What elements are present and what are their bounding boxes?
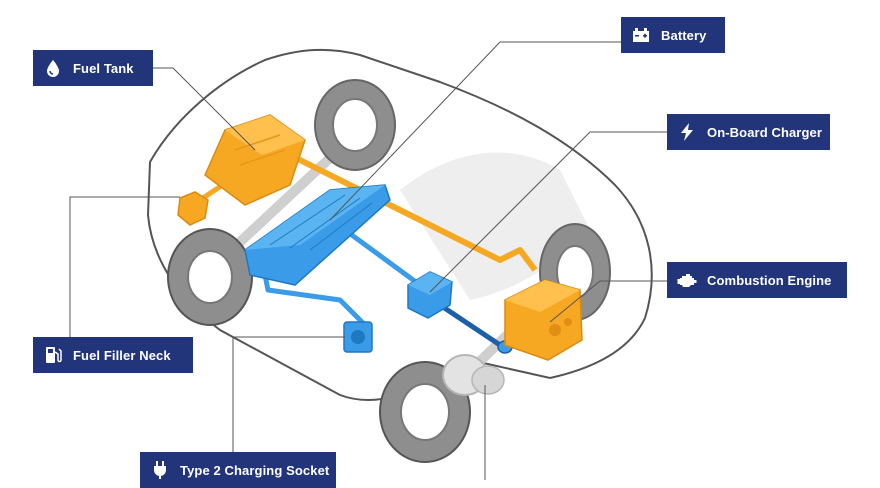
charging-socket (343, 321, 373, 353)
label-type2-charging-socket-text: Type 2 Charging Socket (180, 462, 330, 478)
fuel-tank (204, 114, 306, 206)
label-on-board-charger-text: On-Board Charger (707, 124, 823, 140)
label-on-board-charger: On-Board Charger (667, 114, 830, 150)
leader-filler (69, 196, 180, 337)
leader-fuel-tank (153, 67, 256, 151)
battery-pack (244, 184, 391, 286)
leader-socket (232, 336, 345, 452)
engine-icon (677, 270, 697, 290)
fuel-pump-icon (43, 345, 63, 365)
label-type2-charging-socket: Type 2 Charging Socket (140, 452, 336, 488)
label-battery-text: Battery (661, 27, 707, 43)
label-fuel-tank-text: Fuel Tank (73, 60, 134, 76)
tire-rear-right (314, 79, 396, 171)
leader-engine (549, 280, 667, 323)
fuel-line (288, 152, 538, 272)
battery-icon (631, 25, 651, 45)
water-drop-icon (43, 58, 63, 78)
leader-battery (329, 41, 621, 221)
label-combustion-engine: Combustion Engine (667, 262, 847, 298)
battery-cable-to-socket (262, 274, 367, 327)
label-battery: Battery (621, 17, 725, 53)
label-combustion-engine-text: Combustion Engine (707, 272, 832, 288)
label-fuel-filler-neck: Fuel Filler Neck (33, 337, 193, 373)
charger-cable-to-motor (438, 302, 502, 348)
on-board-charger (407, 271, 453, 319)
fuel-filler-neck (177, 191, 209, 226)
lightning-bolt-icon (677, 122, 697, 142)
leader-lines (69, 41, 667, 480)
battery-cable-to-charger (343, 227, 422, 288)
label-fuel-tank: Fuel Tank (33, 50, 153, 86)
electric-motor (442, 354, 505, 396)
label-fuel-filler-neck-text: Fuel Filler Neck (73, 347, 171, 363)
leader-charger (429, 131, 667, 293)
tire-rear-left (167, 228, 253, 326)
plug-icon (150, 460, 170, 480)
combustion-engine (504, 279, 583, 361)
